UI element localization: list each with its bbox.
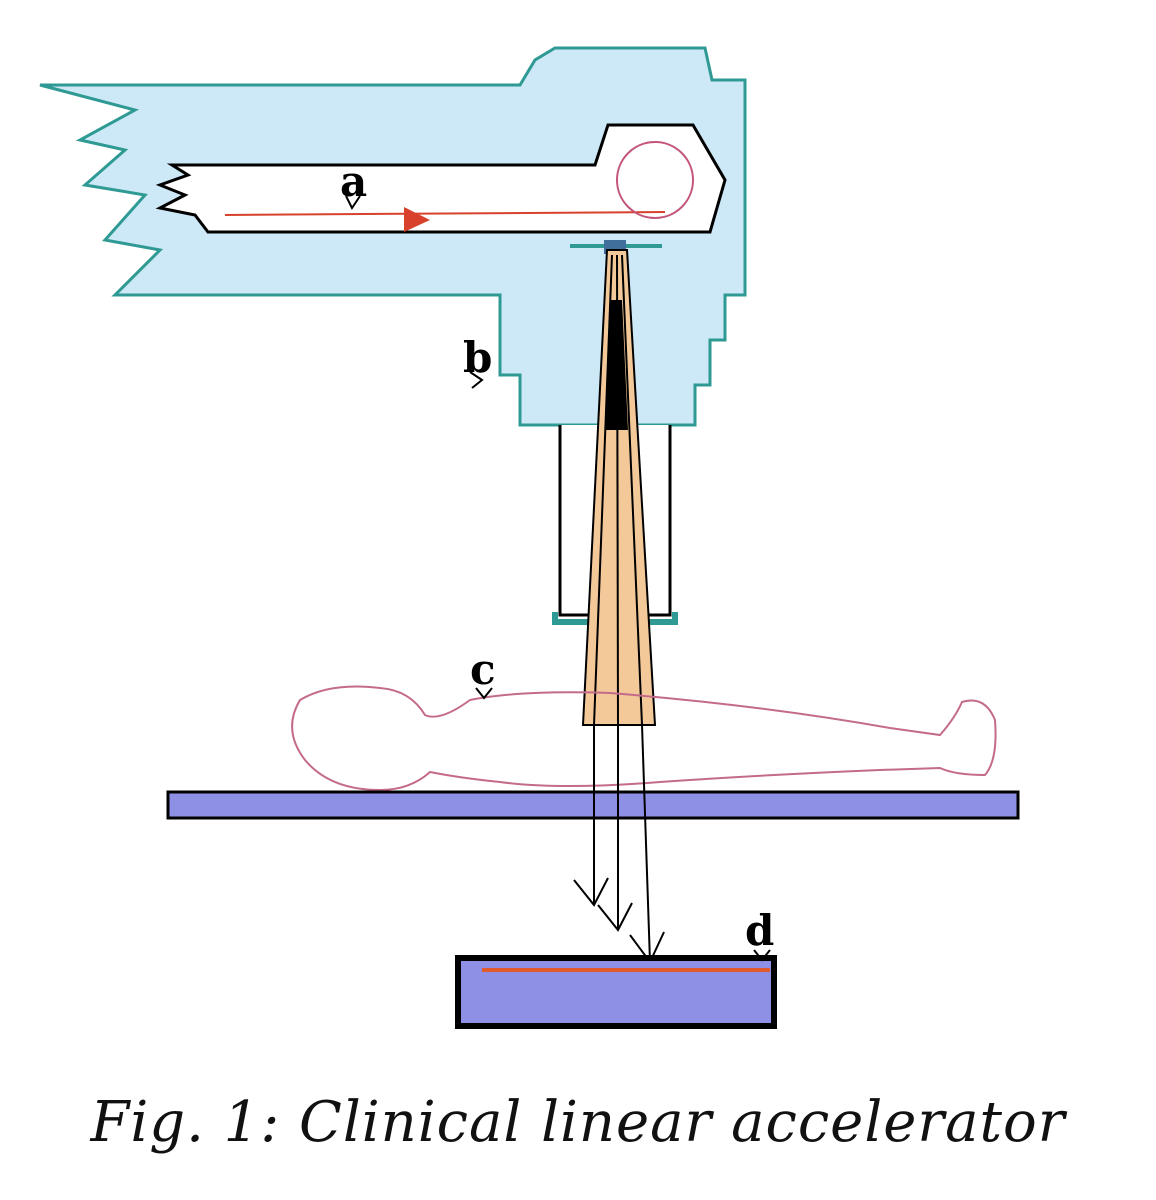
beam-ray-1 [593, 254, 613, 726]
arrowhead-2-icon [597, 902, 633, 932]
label-a-pointer [345, 195, 361, 210]
label-b: b [463, 333, 492, 382]
arrowhead-1-icon [573, 877, 609, 907]
figure-caption: Fig. 1: Clinical linear accelerator [90, 1090, 1066, 1155]
bending-magnet-loop [616, 141, 694, 219]
label-d-pointer [753, 949, 771, 962]
electron-beam-path [224, 211, 666, 216]
label-b-pointer [469, 371, 484, 389]
label-a: a [340, 157, 367, 206]
label-c-pointer [475, 687, 493, 700]
exit-ray-3 [641, 724, 651, 963]
patient-outline [291, 685, 997, 792]
accelerator-waveguide [155, 123, 727, 234]
beam-ray-3 [621, 254, 643, 726]
label-d: d [745, 906, 774, 955]
label-c: c [470, 645, 496, 694]
beam-ray-2 [616, 254, 619, 726]
gantry-housing [39, 46, 747, 427]
beam-direction-arrow-icon [404, 207, 430, 232]
